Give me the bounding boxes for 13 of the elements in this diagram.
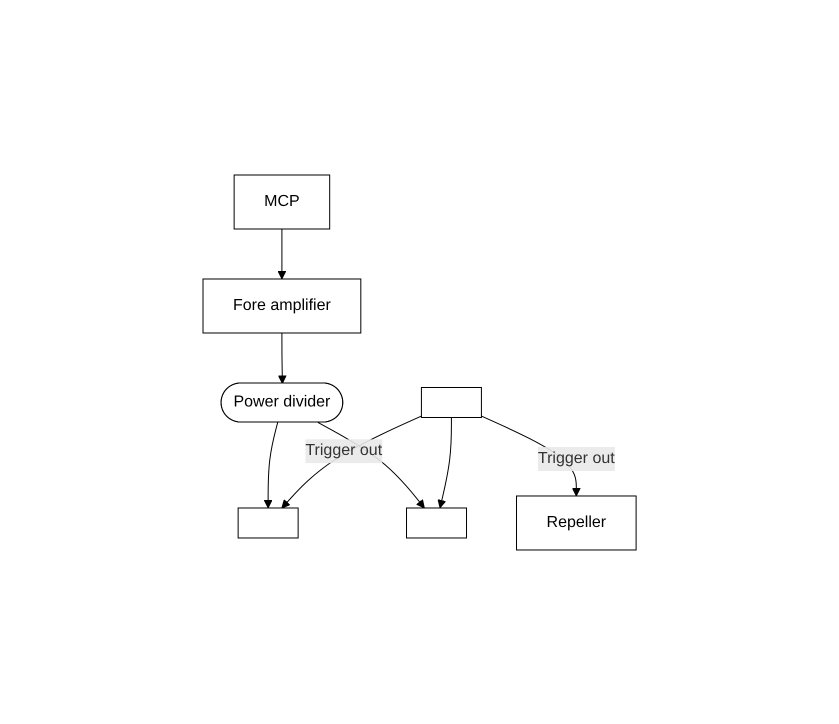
arrow [277, 228, 286, 279]
node-box [406, 506, 467, 538]
node-box: Fore amplifier [202, 278, 362, 333]
edge-label: Trigger out [538, 449, 615, 466]
node-box [238, 506, 299, 538]
arrow [264, 422, 278, 508]
node-box: MCP [234, 174, 330, 229]
arrow [281, 415, 422, 508]
node-box [420, 386, 482, 418]
edge-label: Trigger out [305, 442, 382, 459]
arrow [437, 416, 452, 508]
node-box: Repeller [516, 494, 637, 550]
arrow [278, 332, 287, 384]
